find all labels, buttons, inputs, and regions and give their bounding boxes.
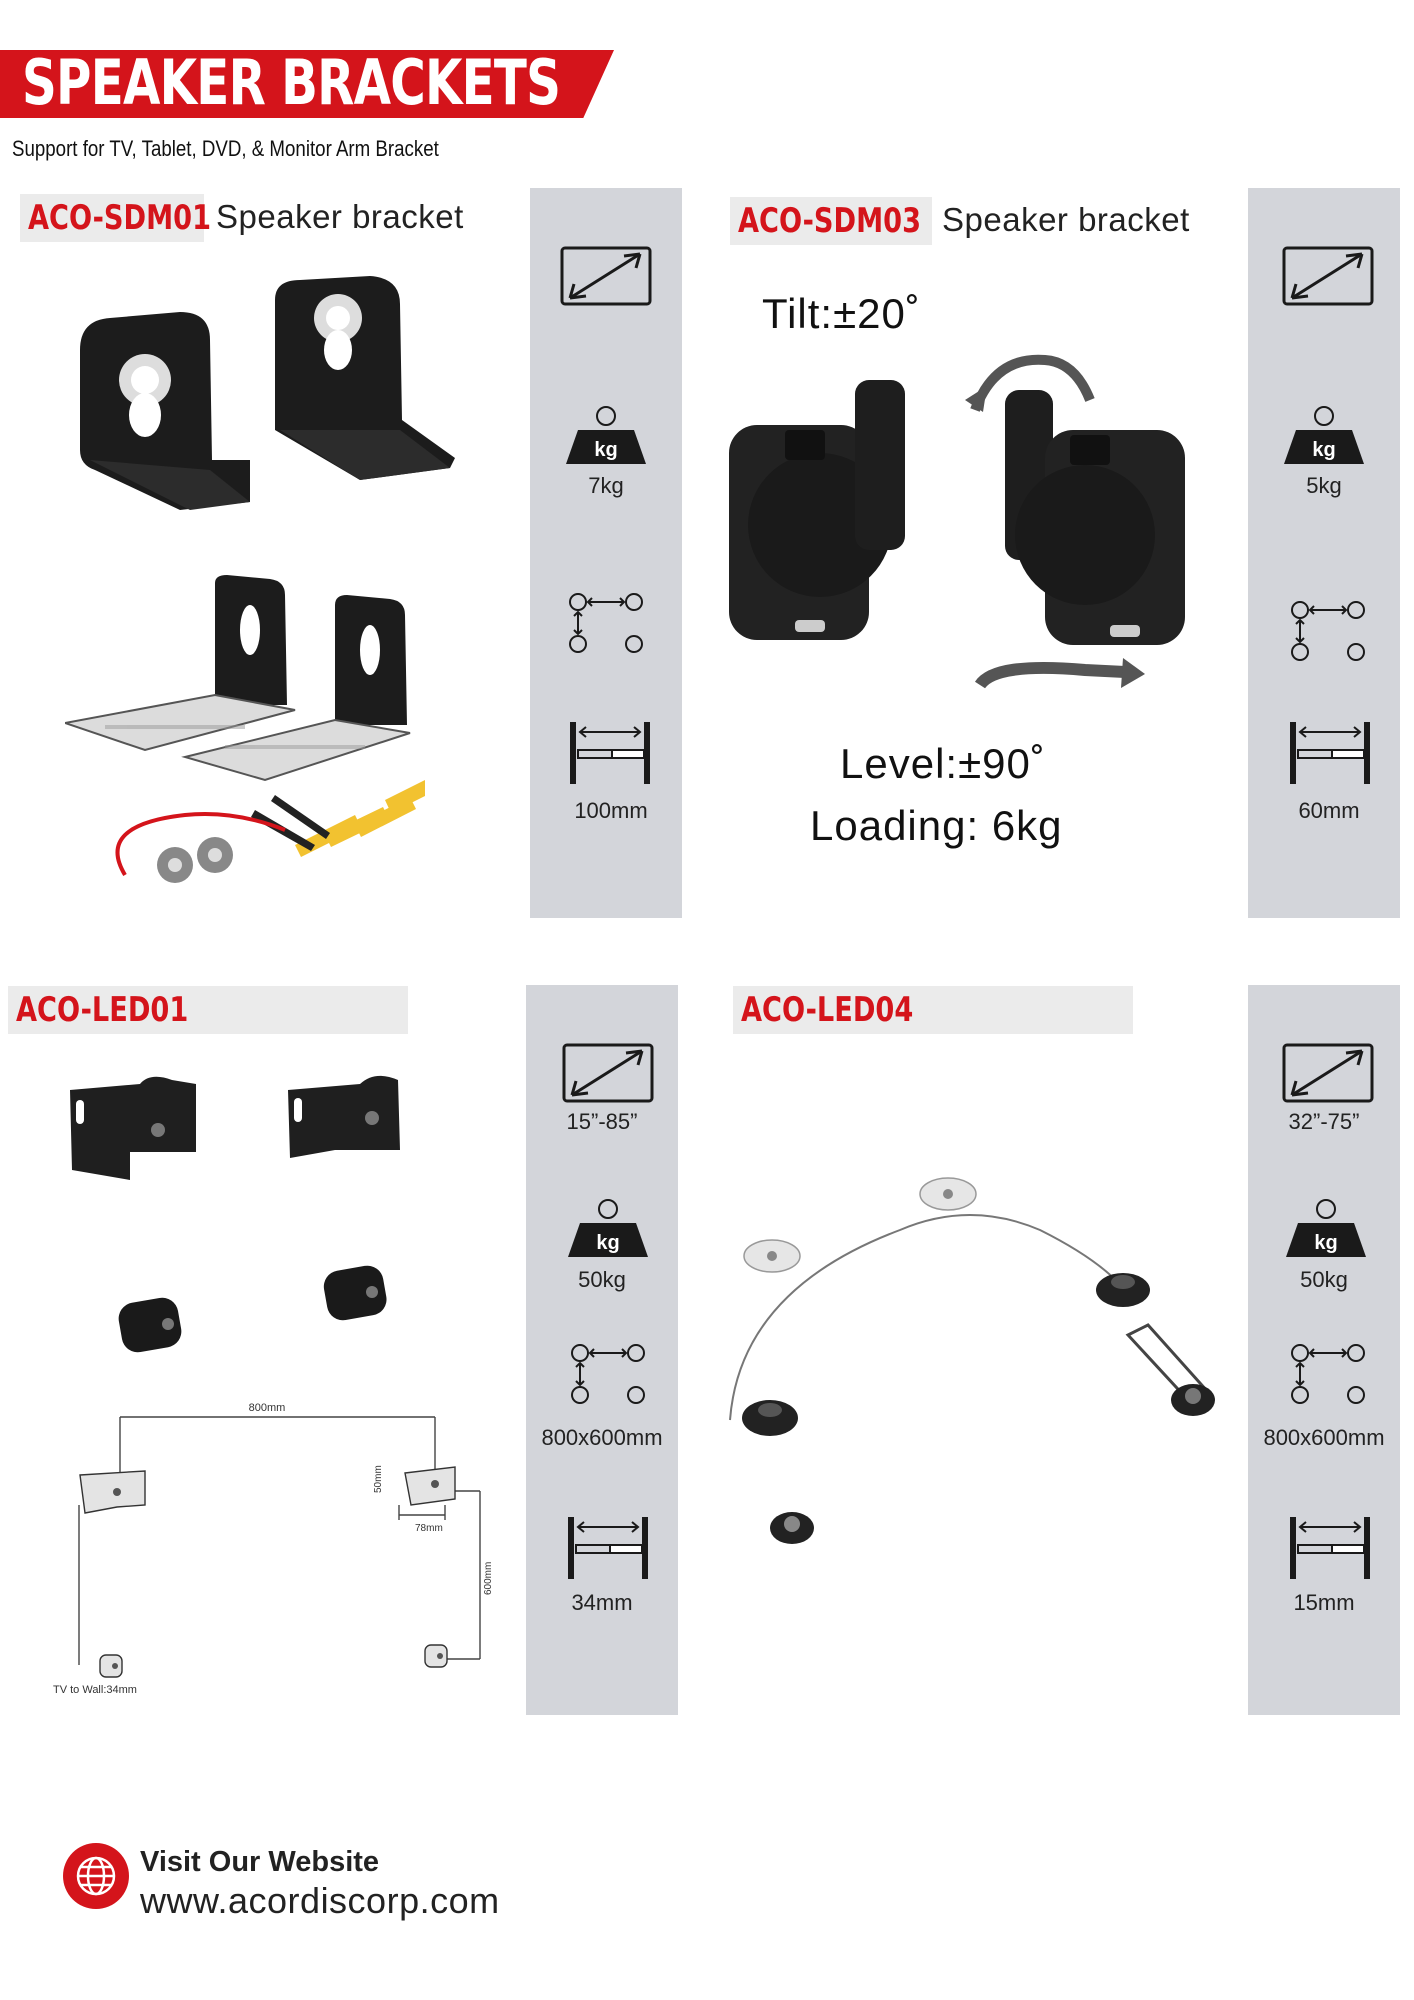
depth-icon [570,722,650,784]
diagram-wall-label: TV to Wall:34mm [53,1684,137,1696]
product-code-box: ACO-SDM03 [730,197,932,245]
diagram-height-label: 600mm [483,1562,494,1595]
spec-panel: 15”-85” kg 50kg 800x600mm 34mm [526,985,678,1715]
screen-size-icon [1282,246,1374,306]
vesa-icon [569,593,643,653]
product-code-box: ACO-LED04 [733,986,1133,1034]
screen-size-icon [562,1043,654,1103]
spec-depth: 100mm [574,798,648,823]
diagram-offset-label: 50mm [373,1465,384,1493]
globe-icon [63,1843,129,1909]
spec-panel: kg 5kg 60mm [1248,188,1400,918]
website-link[interactable]: www.acordiscorp.com [140,1880,500,1921]
vesa-icon [571,1344,645,1404]
spec-load: 7kg [588,473,624,498]
weight-icon: kg [566,406,646,464]
loading-label: Loading: 6kg [810,802,1063,849]
installation-diagram: 800mm 50mm 78mm 600mm TV to Wall:34mm [53,1402,494,1696]
ball-bracket-photo [729,354,1185,689]
kg-label: kg [1314,1232,1337,1254]
diagram-spacing-label: 78mm [415,1523,443,1534]
footer-title: Visit Our Website [140,1846,380,1878]
kg-label: kg [594,439,617,461]
spec-load: 50kg [578,1267,626,1292]
spec-screen: 15”-85” [566,1109,638,1134]
level-label: Level:±90˚ [840,740,1046,787]
tilt-label: Tilt:±20˚ [762,290,921,337]
spec-depth: 34mm [571,1590,633,1615]
weight-icon: kg [1284,406,1364,464]
page-subtitle: Support for TV, Tablet, DVD, & Monitor A… [12,136,439,161]
spec-panel: 32”-75” kg 50kg 800x600mm 15mm [1248,985,1400,1715]
depth-icon [1290,1517,1370,1579]
spec-vesa: 800x600mm [541,1425,663,1450]
diagram-width-label: 800mm [249,1402,286,1414]
spec-vesa: 800x600mm [1263,1425,1385,1450]
page-title: SPEAKER BRACKETS [22,46,561,119]
vesa-icon [1291,601,1365,661]
spec-screen: 32”-75” [1288,1109,1360,1134]
depth-icon [1290,722,1370,784]
spec-depth: 60mm [1298,798,1360,823]
led-bracket-photo [70,1075,400,1353]
weight-icon: kg [1286,1199,1366,1257]
bracket-photo [80,276,455,510]
depth-icon [568,1517,648,1579]
screen-size-icon [560,246,652,306]
kg-label: kg [1312,439,1335,461]
title-banner [0,50,614,118]
vesa-icon [1291,1344,1365,1404]
wire-mount-photo [729,1177,1215,1544]
kg-label: kg [596,1232,619,1254]
bracket-kit-photo [65,575,425,883]
product-code: ACO-SDM01 [28,198,212,238]
product-code: ACO-LED04 [741,990,914,1030]
product-name: Speaker bracket [216,198,464,235]
product-code-box: ACO-LED01 [8,986,408,1034]
product-name: Speaker bracket [942,201,1190,238]
weight-icon: kg [568,1199,648,1257]
spec-load: 5kg [1306,473,1342,498]
spec-depth: 15mm [1293,1590,1355,1615]
spec-panel: kg 7kg 100mm [530,188,682,918]
product-code: ACO-SDM03 [738,201,922,241]
screen-size-icon [1282,1043,1374,1103]
product-code: ACO-LED01 [16,990,189,1030]
spec-load: 50kg [1300,1267,1348,1292]
product-code-box: ACO-SDM01 [20,194,211,242]
